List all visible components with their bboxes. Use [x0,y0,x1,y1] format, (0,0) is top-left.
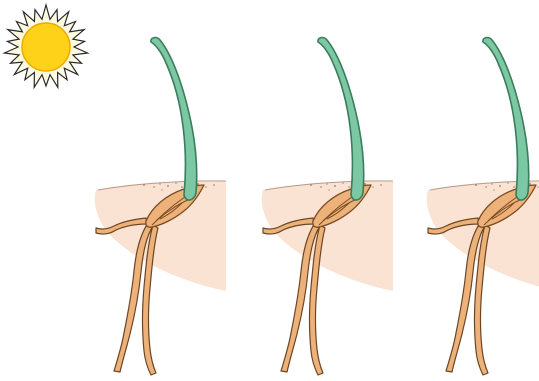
seedlings [95,38,539,375]
sun-core [22,23,70,71]
germinating-seed-icon [95,38,226,375]
sun-icon [4,5,87,87]
germinating-seed-icon [427,38,539,375]
germinating-seed-icon [262,38,393,375]
